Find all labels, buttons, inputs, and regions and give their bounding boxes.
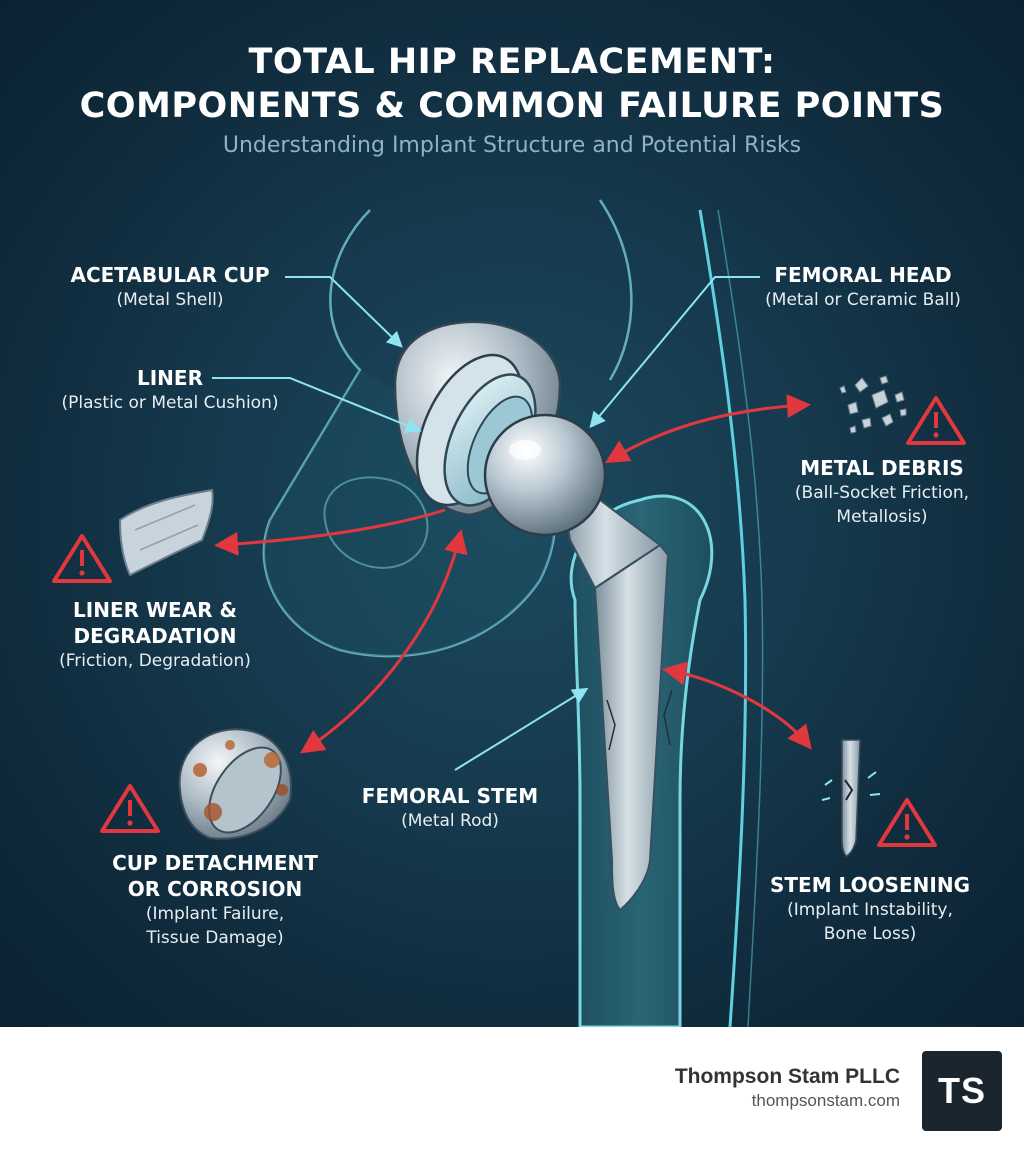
stem-loosening-label: STEM LOOSENING (Implant Instability, Bon… <box>740 872 1000 946</box>
liner-wear-desc: (Friction, Degradation) <box>59 651 251 671</box>
firm-url[interactable]: thompsonstam.com <box>751 1091 900 1110</box>
acetabular-cup-label: ACETABULAR CUP (Metal Shell) <box>50 262 290 312</box>
femoral-head-desc: (Metal or Ceramic Ball) <box>765 290 961 310</box>
metal-debris-desc-2: Metallosis) <box>836 507 928 527</box>
firm-logo: TS <box>922 1051 1002 1131</box>
stem-loosening-desc-1: (Implant Instability, <box>787 900 953 920</box>
femoral-head <box>483 413 607 537</box>
acetabular-cup-desc: (Metal Shell) <box>116 290 224 310</box>
acetabular-cup-name: ACETABULAR CUP <box>70 263 270 287</box>
stem-loosening-desc-2: Bone Loss) <box>823 924 917 944</box>
liner-wear-name-1: LINER WEAR & <box>73 598 237 622</box>
failure-arrows <box>214 394 812 754</box>
title-line-1: TOTAL HIP REPLACEMENT: <box>248 42 776 82</box>
debris-icon <box>839 375 907 434</box>
cup-detachment-label: CUP DETACHMENT OR CORROSION (Implant Fai… <box>90 850 340 950</box>
warning-icon <box>52 534 112 583</box>
title-line-2: COMPONENTS & COMMON FAILURE POINTS <box>79 86 945 126</box>
liner-leader <box>212 377 422 433</box>
warning-icon <box>100 784 160 833</box>
hip-implant-illustration <box>52 199 966 1027</box>
cup-detachment-name-2: OR CORROSION <box>127 877 303 901</box>
liner-name: LINER <box>137 366 203 390</box>
stem-loosening-arrow <box>662 661 812 750</box>
femoral-head-label: FEMORAL HEAD (Metal or Ceramic Ball) <box>738 262 988 312</box>
femoral-head-name: FEMORAL HEAD <box>774 263 952 287</box>
metal-debris-label: METAL DEBRIS (Ball-Socket Friction, Meta… <box>762 455 1002 529</box>
liner-wear-name-2: DEGRADATION <box>73 624 237 648</box>
acetabular-cup-leader <box>285 276 403 348</box>
leader-arrows <box>212 276 760 771</box>
metal-debris-desc-1: (Ball-Socket Friction, <box>794 483 970 503</box>
metal-debris-arrow <box>604 394 811 464</box>
firm-name: Thompson Stam PLLC <box>674 1065 900 1088</box>
cup-detachment-arrow <box>300 529 468 754</box>
warning-icon <box>877 798 937 847</box>
worn-liner-icon <box>118 488 214 577</box>
infographic-poster: TOTAL HIP REPLACEMENT: COMPONENTS & COMM… <box>0 0 1024 1027</box>
corroded-cup-icon <box>178 728 292 840</box>
cracked-stem-icon <box>821 739 881 857</box>
femoral-stem-desc: (Metal Rod) <box>401 811 499 831</box>
femoral-stem-name: FEMORAL STEM <box>361 784 539 808</box>
liner-label: LINER (Plastic or Metal Cushion) <box>30 365 310 415</box>
cup-detachment-desc-1: (Implant Failure, <box>145 904 285 924</box>
subtitle: Understanding Implant Structure and Pote… <box>222 133 802 158</box>
liner-wear-label: LINER WEAR & DEGRADATION (Friction, Degr… <box>30 597 280 673</box>
femoral-stem-label: FEMORAL STEM (Metal Rod) <box>340 783 560 833</box>
cup-detachment-name-1: CUP DETACHMENT <box>112 851 318 875</box>
warning-icon <box>906 396 966 445</box>
liner-desc: (Plastic or Metal Cushion) <box>61 393 279 413</box>
metal-debris-name: METAL DEBRIS <box>800 456 964 480</box>
firm-block: Thompson Stam PLLC thompsonstam.com <box>675 1065 900 1111</box>
stem-loosening-name: STEM LOOSENING <box>769 873 970 897</box>
femoral-stem-leader <box>454 687 589 771</box>
cup-detachment-desc-2: Tissue Damage) <box>146 928 284 948</box>
footer: Thompson Stam PLLC thompsonstam.com TS <box>0 1027 1024 1154</box>
thigh-outline <box>698 209 764 1027</box>
femoral-head-leader <box>589 276 760 429</box>
